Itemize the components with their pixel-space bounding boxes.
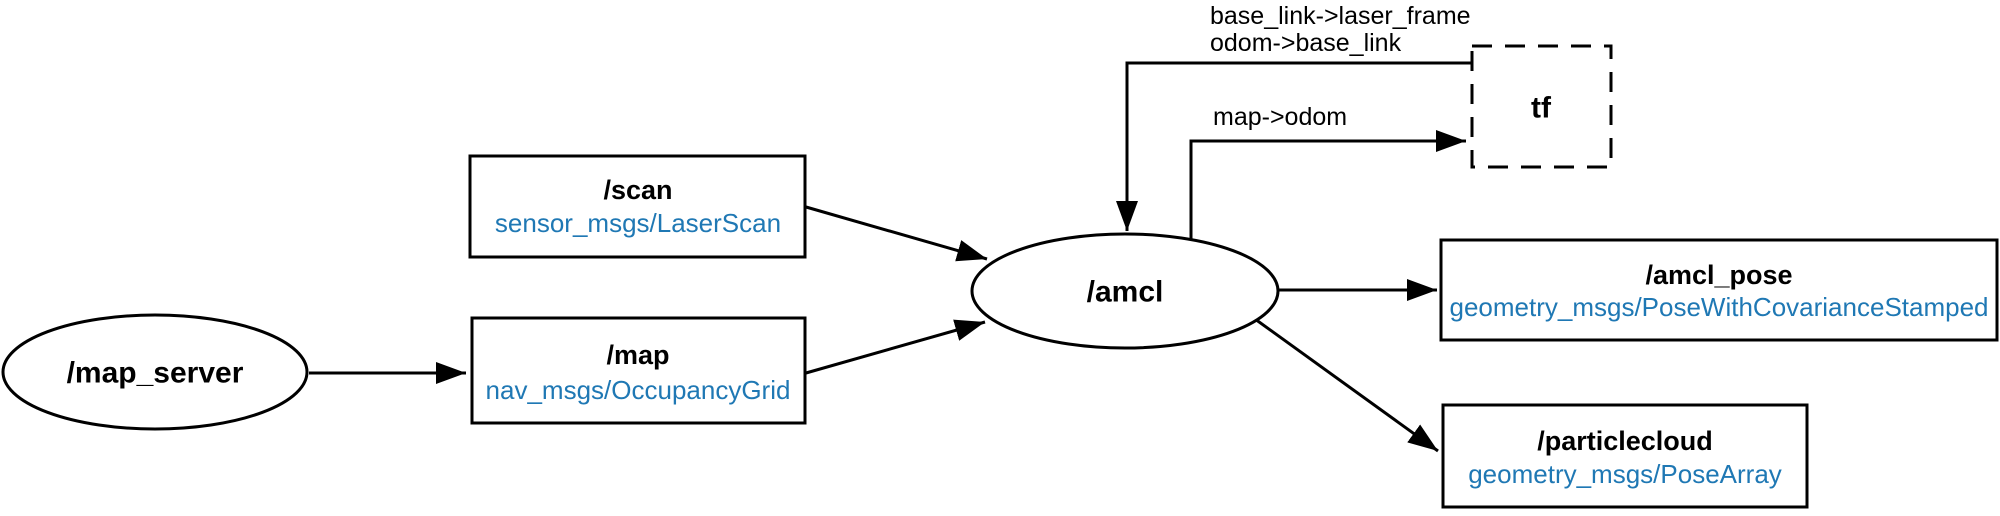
edge-labels: base_link->laser_frame odom->base_link m… [1210, 2, 1471, 131]
particlecloud-type-label: geometry_msgs/PoseArray [1468, 459, 1782, 489]
edge-tf-to-amcl [1116, 61, 1471, 231]
amcl-ellipse [970, 232, 1280, 350]
amcl-pose-type-label: geometry_msgs/PoseWithCovarianceStamped [1449, 292, 1988, 322]
map-type-label: nav_msgs/OccupancyGrid [486, 375, 791, 405]
node-amcl: /amcl [970, 232, 1280, 350]
edge-amcl-to-tf [1189, 130, 1466, 239]
amcl-pose-label: /amcl_pose [1645, 260, 1792, 290]
node-scan-topic: /scan sensor_msgs/LaserScan [468, 154, 807, 259]
edge-scan-to-amcl [805, 205, 988, 262]
edge-map-to-amcl [805, 319, 986, 375]
scan-label: /scan [603, 175, 672, 205]
map-label: /map [606, 340, 669, 370]
particlecloud-label: /particlecloud [1537, 426, 1713, 456]
tf-label: tf [1531, 92, 1552, 125]
map-server-ellipse [1, 313, 309, 431]
node-tf: tf [1470, 44, 1613, 169]
scan-box [468, 154, 807, 259]
amcl-label: /amcl [1087, 276, 1164, 309]
node-amcl-pose-topic: /amcl_pose geometry_msgs/PoseWithCovaria… [1439, 238, 1999, 342]
scan-type-label: sensor_msgs/LaserScan [495, 208, 781, 238]
edges [309, 61, 1471, 453]
edge-label-base-link-laser-frame: base_link->laser_frame [1210, 2, 1471, 30]
edge-label-map-odom: map->odom [1213, 103, 1347, 131]
map-box [470, 316, 807, 425]
tf-box [1470, 44, 1613, 169]
amcl-pose-box [1439, 238, 1999, 342]
map-server-label: /map_server [67, 357, 244, 390]
node-map-server: /map_server [1, 313, 309, 431]
node-particlecloud-topic: /particlecloud geometry_msgs/PoseArray [1441, 403, 1809, 509]
particlecloud-box [1441, 403, 1809, 509]
node-map-topic: /map nav_msgs/OccupancyGrid [470, 316, 807, 425]
edge-label-odom-base-link: odom->base_link [1210, 29, 1402, 57]
edge-amcl-to-particlecloud [1254, 317, 1439, 453]
